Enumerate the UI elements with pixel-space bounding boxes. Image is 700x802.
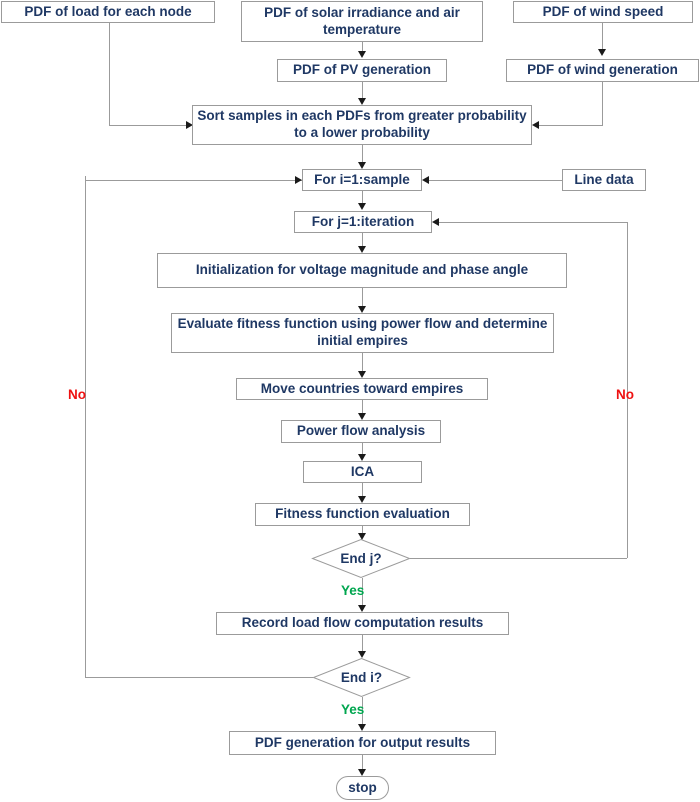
arrowhead-sort-to-fori xyxy=(357,162,366,169)
node-pdf-solar[interactable]: PDF of solar irradiance and air temperat… xyxy=(241,1,483,42)
edge-endi-yes-to-pdfout xyxy=(362,697,363,724)
edge-init-to-evaluate xyxy=(362,288,363,306)
diamond-shape-end-j xyxy=(311,538,411,579)
edge-fori-to-forj xyxy=(362,191,363,203)
edge-endj-yes-to-record xyxy=(362,578,363,605)
edge-endi-no-horizontal xyxy=(85,677,313,678)
edge-endj-no-into-forj xyxy=(439,222,627,223)
arrowhead-pv-to-sort xyxy=(357,98,366,105)
edge-evaluate-to-move xyxy=(362,353,363,371)
node-pdf-wind-generation[interactable]: PDF of wind generation xyxy=(506,59,699,82)
node-for-j[interactable]: For j=1:iteration xyxy=(294,211,432,233)
edge-windgen-to-sort-horizontal xyxy=(539,125,602,126)
arrowhead-windgen-to-sort xyxy=(532,121,539,129)
arrowhead-ica-to-fitness xyxy=(357,496,366,503)
node-pdf-output[interactable]: PDF generation for output results xyxy=(229,731,496,755)
label-yes-end-i: Yes xyxy=(341,702,365,717)
arrowhead-init-to-evaluate xyxy=(357,306,366,313)
node-move-countries[interactable]: Move countries toward empires xyxy=(236,378,488,400)
edge-fitness-to-endj xyxy=(362,526,363,533)
edge-windgen-to-sort-vertical xyxy=(602,82,603,126)
diamond-shape-end-i xyxy=(312,657,411,698)
edge-forj-to-init xyxy=(362,233,363,246)
node-ica[interactable]: ICA xyxy=(303,461,422,483)
edge-load-to-sort-vertical xyxy=(109,22,110,126)
arrowhead-pdfout-to-stop xyxy=(357,769,366,776)
arrowhead-endj-no-to-forj xyxy=(432,218,439,226)
edge-solar-to-pv xyxy=(362,42,363,52)
arrowhead-fori-to-forj xyxy=(357,203,366,210)
arrowhead-move-to-powerflow xyxy=(357,413,366,420)
node-evaluate-fitness[interactable]: Evaluate fitness function using power fl… xyxy=(171,313,554,353)
label-yes-end-j: Yes xyxy=(341,583,365,598)
node-end-j-decision[interactable]: End j? xyxy=(311,538,411,579)
node-stop[interactable]: stop xyxy=(336,776,389,800)
node-line-data[interactable]: Line data xyxy=(562,169,646,191)
edge-load-to-sort-horizontal xyxy=(109,125,187,126)
edge-endi-no-vertical xyxy=(85,176,86,677)
edge-endj-no-vertical xyxy=(627,222,628,558)
node-power-flow-analysis[interactable]: Power flow analysis xyxy=(281,420,441,443)
node-end-j-label: End j? xyxy=(340,551,382,566)
edge-pdfout-to-stop xyxy=(362,755,363,769)
arrowhead-evaluate-to-move xyxy=(357,371,366,378)
node-sort-samples[interactable]: Sort samples in each PDFs from greater p… xyxy=(192,105,532,145)
node-for-i[interactable]: For i=1:sample xyxy=(302,169,422,191)
edge-windspeed-to-windgen xyxy=(602,22,603,49)
node-pdf-wind-speed[interactable]: PDF of wind speed xyxy=(513,1,693,23)
node-pdf-pv-generation[interactable]: PDF of PV generation xyxy=(277,59,447,82)
edge-sort-to-fori xyxy=(362,145,363,162)
arrowhead-solar-to-pv xyxy=(357,51,366,58)
edge-endi-no-into-fori xyxy=(85,180,302,181)
arrowhead-record-to-endi xyxy=(357,651,366,658)
arrowhead-linedata-to-fori xyxy=(422,176,429,184)
node-fitness-function-evaluation[interactable]: Fitness function evaluation xyxy=(255,503,470,526)
edge-pv-to-sort xyxy=(362,82,363,98)
arrowhead-powerflow-to-ica xyxy=(357,454,366,461)
edge-powerflow-to-ica xyxy=(362,443,363,454)
edge-move-to-powerflow xyxy=(362,400,363,413)
arrowhead-endi-no-to-fori xyxy=(295,176,302,184)
edge-linedata-to-fori xyxy=(429,180,562,181)
edge-record-to-endi xyxy=(362,635,363,651)
arrowhead-endi-yes-to-pdfout xyxy=(357,724,366,731)
label-no-left: No xyxy=(68,387,86,402)
node-end-i-decision[interactable]: End i? xyxy=(312,657,411,698)
node-initialization[interactable]: Initialization for voltage magnitude and… xyxy=(157,253,567,288)
edge-endj-no-horizontal xyxy=(410,558,627,559)
arrowhead-load-to-sort xyxy=(186,121,193,129)
node-pdf-load[interactable]: PDF of load for each node xyxy=(1,1,215,23)
arrowhead-forj-to-init xyxy=(357,246,366,253)
label-no-right: No xyxy=(616,387,634,402)
node-record-results[interactable]: Record load flow computation results xyxy=(216,612,509,635)
node-end-i-label: End i? xyxy=(340,670,383,685)
arrowhead-windspeed-to-windgen xyxy=(597,49,606,56)
arrowhead-endj-yes-to-record xyxy=(357,605,366,612)
edge-ica-to-fitness xyxy=(362,483,363,496)
arrowhead-fitness-to-endj xyxy=(357,533,366,540)
